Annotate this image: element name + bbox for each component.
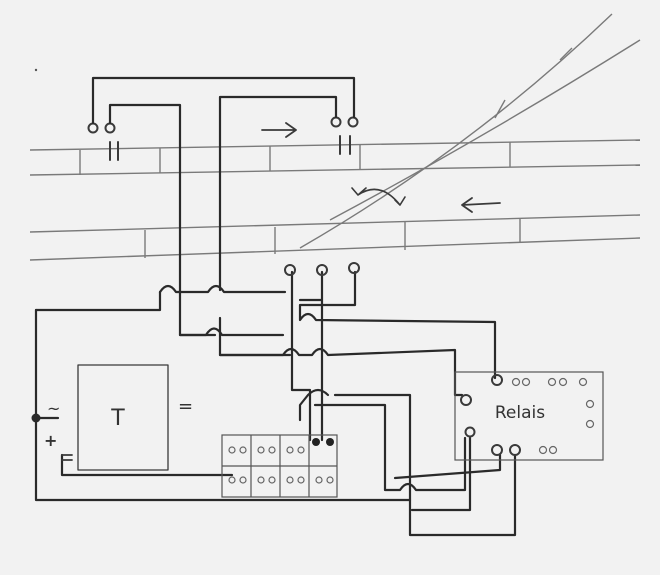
track-lower [29,214,641,261]
crossover-track [299,13,641,249]
wiring [34,76,517,537]
transformer: T = ~ + [31,364,193,471]
relay: Relais [454,371,604,461]
track-contact-terminals-right [330,116,359,128]
curved-arrow-icon [351,187,406,206]
transformer-label: T [110,406,125,431]
pencil-dot [34,68,38,72]
terminal-block [221,434,338,498]
plus-sign: + [44,431,57,450]
ac-terminal [31,413,41,423]
rail-gap-right [339,135,351,155]
rail-gap-left [109,141,119,161]
relay-label: Relais [495,403,545,423]
ac-symbol: ~ [47,399,60,418]
dc-symbol: = [178,396,193,417]
track-contact-terminals-left [87,122,116,134]
arrow-right-icon [261,122,297,138]
arrow-left-icon [461,197,501,213]
track-upper [29,139,641,176]
switch-terminals [284,262,360,276]
